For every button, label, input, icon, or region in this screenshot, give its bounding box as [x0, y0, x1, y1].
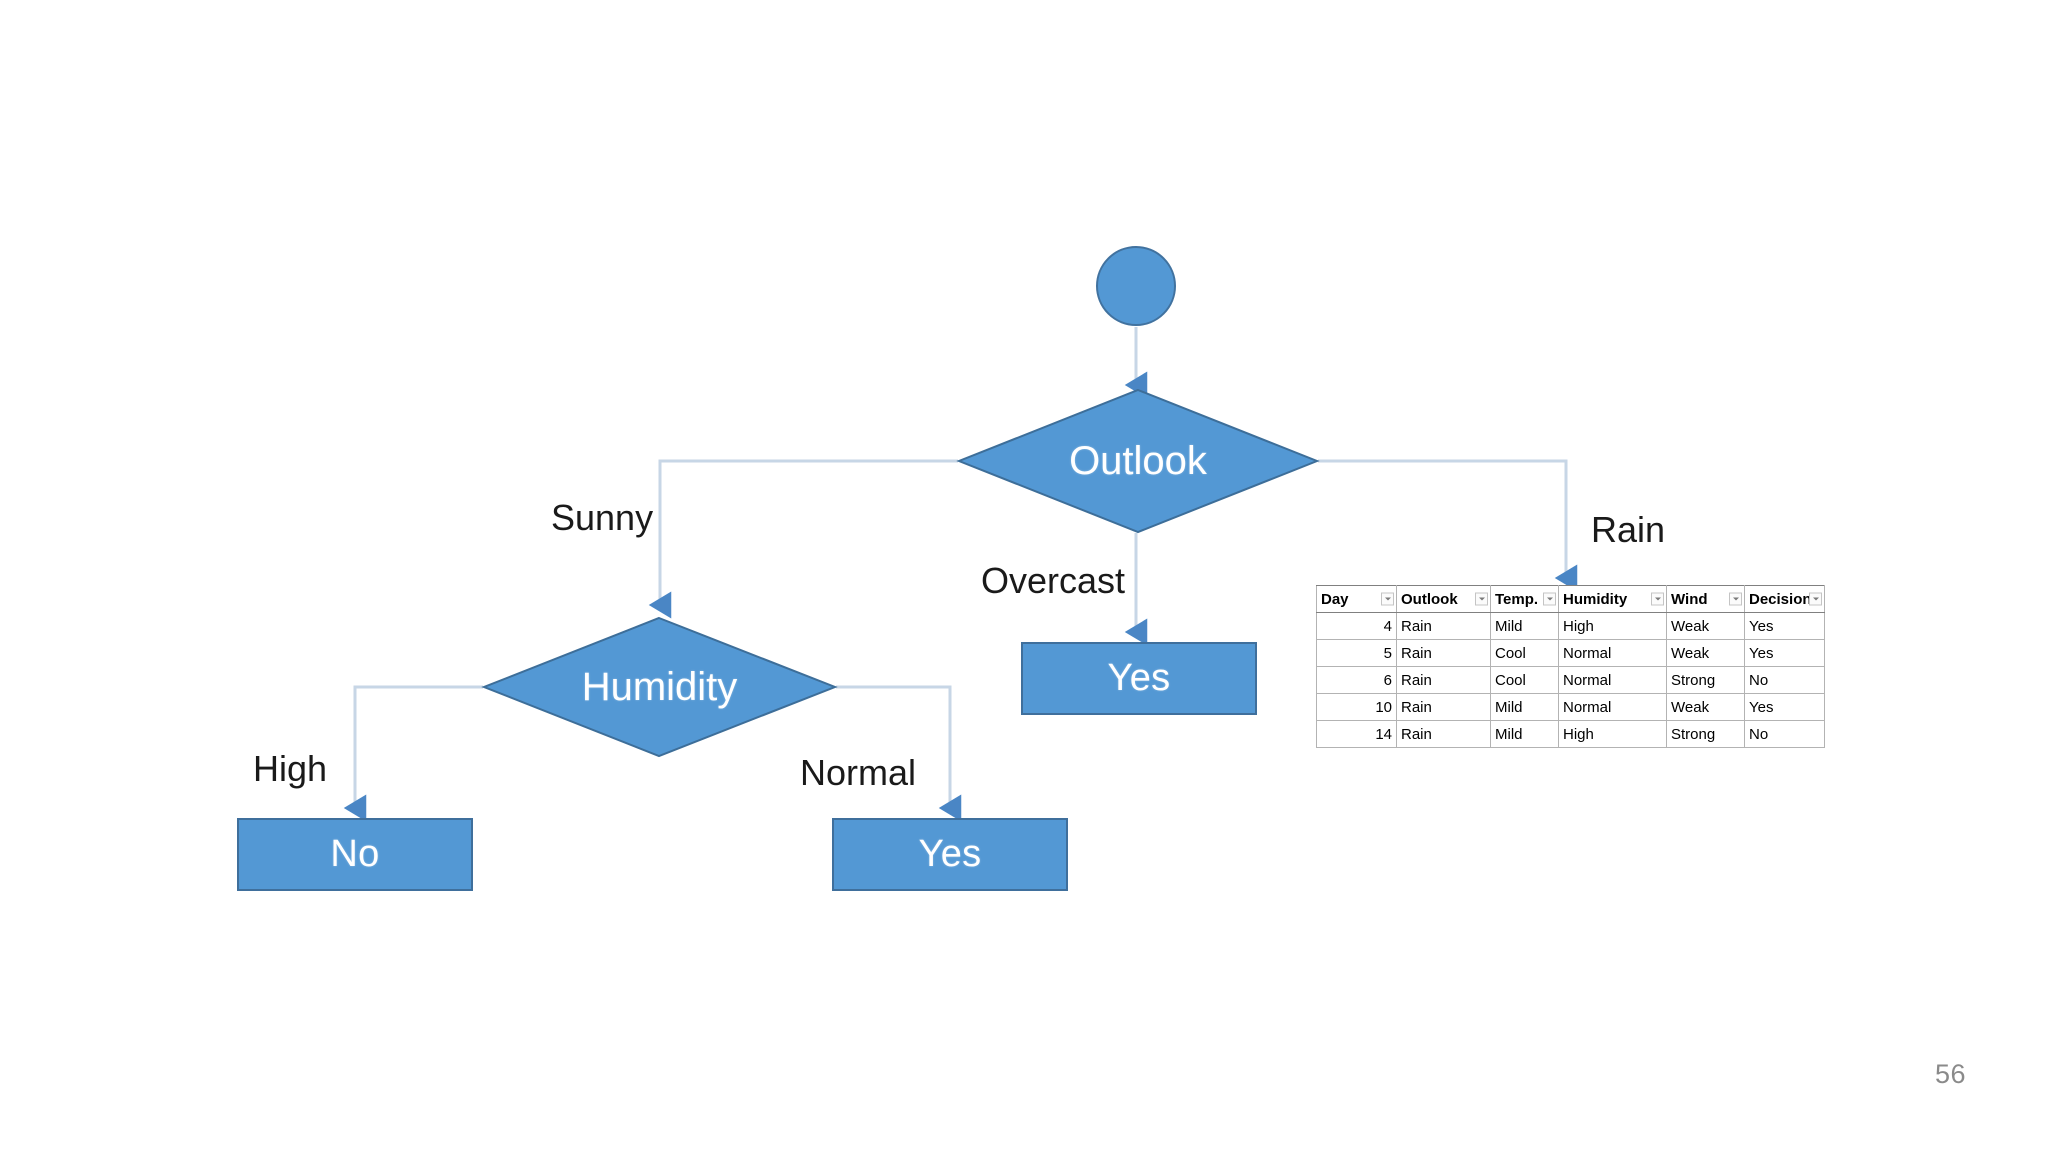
table-header-cell-wind[interactable]: Wind [1666, 585, 1745, 613]
table-header-cell-outlook[interactable]: Outlook [1396, 585, 1491, 613]
table-row[interactable]: 6 Rain Cool Normal Strong No [1316, 666, 1825, 694]
leaf-node-high-no[interactable]: No [237, 818, 473, 891]
connector-outlook-sunny-to-humidity [648, 459, 958, 619]
connector-humidity-high-to-no [343, 685, 483, 822]
table-cell-temp: Mild [1490, 720, 1559, 748]
table-cell-outlook: Rain [1396, 639, 1491, 667]
table-cell-humidity: Normal [1558, 666, 1667, 694]
table-cell-temp: Mild [1490, 612, 1559, 640]
humidity-decision-node[interactable]: Humidity [481, 616, 838, 758]
table-cell-wind: Strong [1666, 666, 1745, 694]
table-header-label-decision: Decision [1749, 590, 1812, 608]
table-cell-humidity: Normal [1558, 639, 1667, 667]
table-cell-decision: Yes [1744, 693, 1825, 721]
table-cell-outlook: Rain [1396, 612, 1491, 640]
outlook-diamond-shape [956, 388, 1320, 534]
table-header-cell-temp[interactable]: Temp. [1490, 585, 1559, 613]
table-cell-temp: Cool [1490, 666, 1559, 694]
table-cell-decision: No [1744, 666, 1825, 694]
edge-label-sunny: Sunny [551, 497, 654, 538]
data-table: Day Outlook Temp. Humidity [1316, 585, 1825, 748]
filter-dropdown-icon[interactable] [1475, 592, 1488, 606]
table-cell-outlook: Rain [1396, 720, 1491, 748]
root-circle-node[interactable] [1096, 246, 1176, 326]
leaf-overcast-yes-label: Yes [1107, 657, 1171, 699]
table-row[interactable]: 14 Rain Mild High Strong No [1316, 720, 1825, 748]
table-header-label-temp: Temp. [1495, 590, 1539, 608]
leaf-node-normal-yes[interactable]: Yes [832, 818, 1068, 891]
table-header-label-outlook: Outlook [1401, 590, 1458, 608]
table-cell-day: 6 [1316, 666, 1397, 694]
table-row[interactable]: 4 Rain Mild High Weak Yes [1316, 612, 1825, 640]
edge-label-normal: Normal [800, 752, 917, 793]
table-header-cell-day[interactable]: Day [1316, 585, 1397, 613]
edge-label-rain: Rain [1591, 509, 1666, 550]
table-header-label-day: Day [1321, 590, 1349, 608]
filter-dropdown-icon[interactable] [1543, 592, 1556, 606]
table-header-row: Day Outlook Temp. Humidity [1316, 585, 1825, 613]
table-header-label-wind: Wind [1671, 590, 1708, 608]
table-header-cell-decision[interactable]: Decision [1744, 585, 1825, 613]
edge-label-high: High [253, 748, 328, 789]
table-cell-humidity: High [1558, 612, 1667, 640]
connector-outlook-rain-to-table [1318, 459, 1578, 592]
table-cell-temp: Mild [1490, 693, 1559, 721]
filter-dropdown-icon[interactable] [1651, 592, 1664, 606]
table-header-label-humidity: Humidity [1563, 590, 1628, 608]
leaf-high-no-label: No [330, 833, 380, 875]
table-cell-day: 5 [1316, 639, 1397, 667]
outlook-decision-node[interactable]: Outlook [956, 388, 1320, 534]
filter-dropdown-icon[interactable] [1729, 592, 1742, 606]
table-cell-wind: Weak [1666, 693, 1745, 721]
table-cell-wind: Weak [1666, 612, 1745, 640]
filter-dropdown-icon[interactable] [1809, 592, 1822, 606]
table-cell-humidity: Normal [1558, 693, 1667, 721]
humidity-diamond-shape [481, 616, 838, 758]
edge-label-overcast: Overcast [981, 560, 1126, 601]
table-cell-day: 4 [1316, 612, 1397, 640]
leaf-normal-yes-label: Yes [918, 833, 982, 875]
table-cell-wind: Strong [1666, 720, 1745, 748]
filter-dropdown-icon[interactable] [1381, 592, 1394, 606]
table-cell-day: 14 [1316, 720, 1397, 748]
table-cell-humidity: High [1558, 720, 1667, 748]
table-row[interactable]: 10 Rain Mild Normal Weak Yes [1316, 693, 1825, 721]
table-cell-day: 10 [1316, 693, 1397, 721]
table-cell-temp: Cool [1490, 639, 1559, 667]
table-row[interactable]: 5 Rain Cool Normal Weak Yes [1316, 639, 1825, 667]
table-header-cell-humidity[interactable]: Humidity [1558, 585, 1667, 613]
table-cell-outlook: Rain [1396, 693, 1491, 721]
leaf-node-overcast-yes[interactable]: Yes [1021, 642, 1257, 715]
table-cell-wind: Weak [1666, 639, 1745, 667]
rain-subset-data-table: Day Outlook Temp. Humidity [1316, 585, 1825, 748]
table-cell-decision: Yes [1744, 612, 1825, 640]
table-cell-decision: No [1744, 720, 1825, 748]
table-cell-outlook: Rain [1396, 666, 1491, 694]
page-number: 56 [1934, 1059, 1966, 1089]
table-cell-decision: Yes [1744, 639, 1825, 667]
